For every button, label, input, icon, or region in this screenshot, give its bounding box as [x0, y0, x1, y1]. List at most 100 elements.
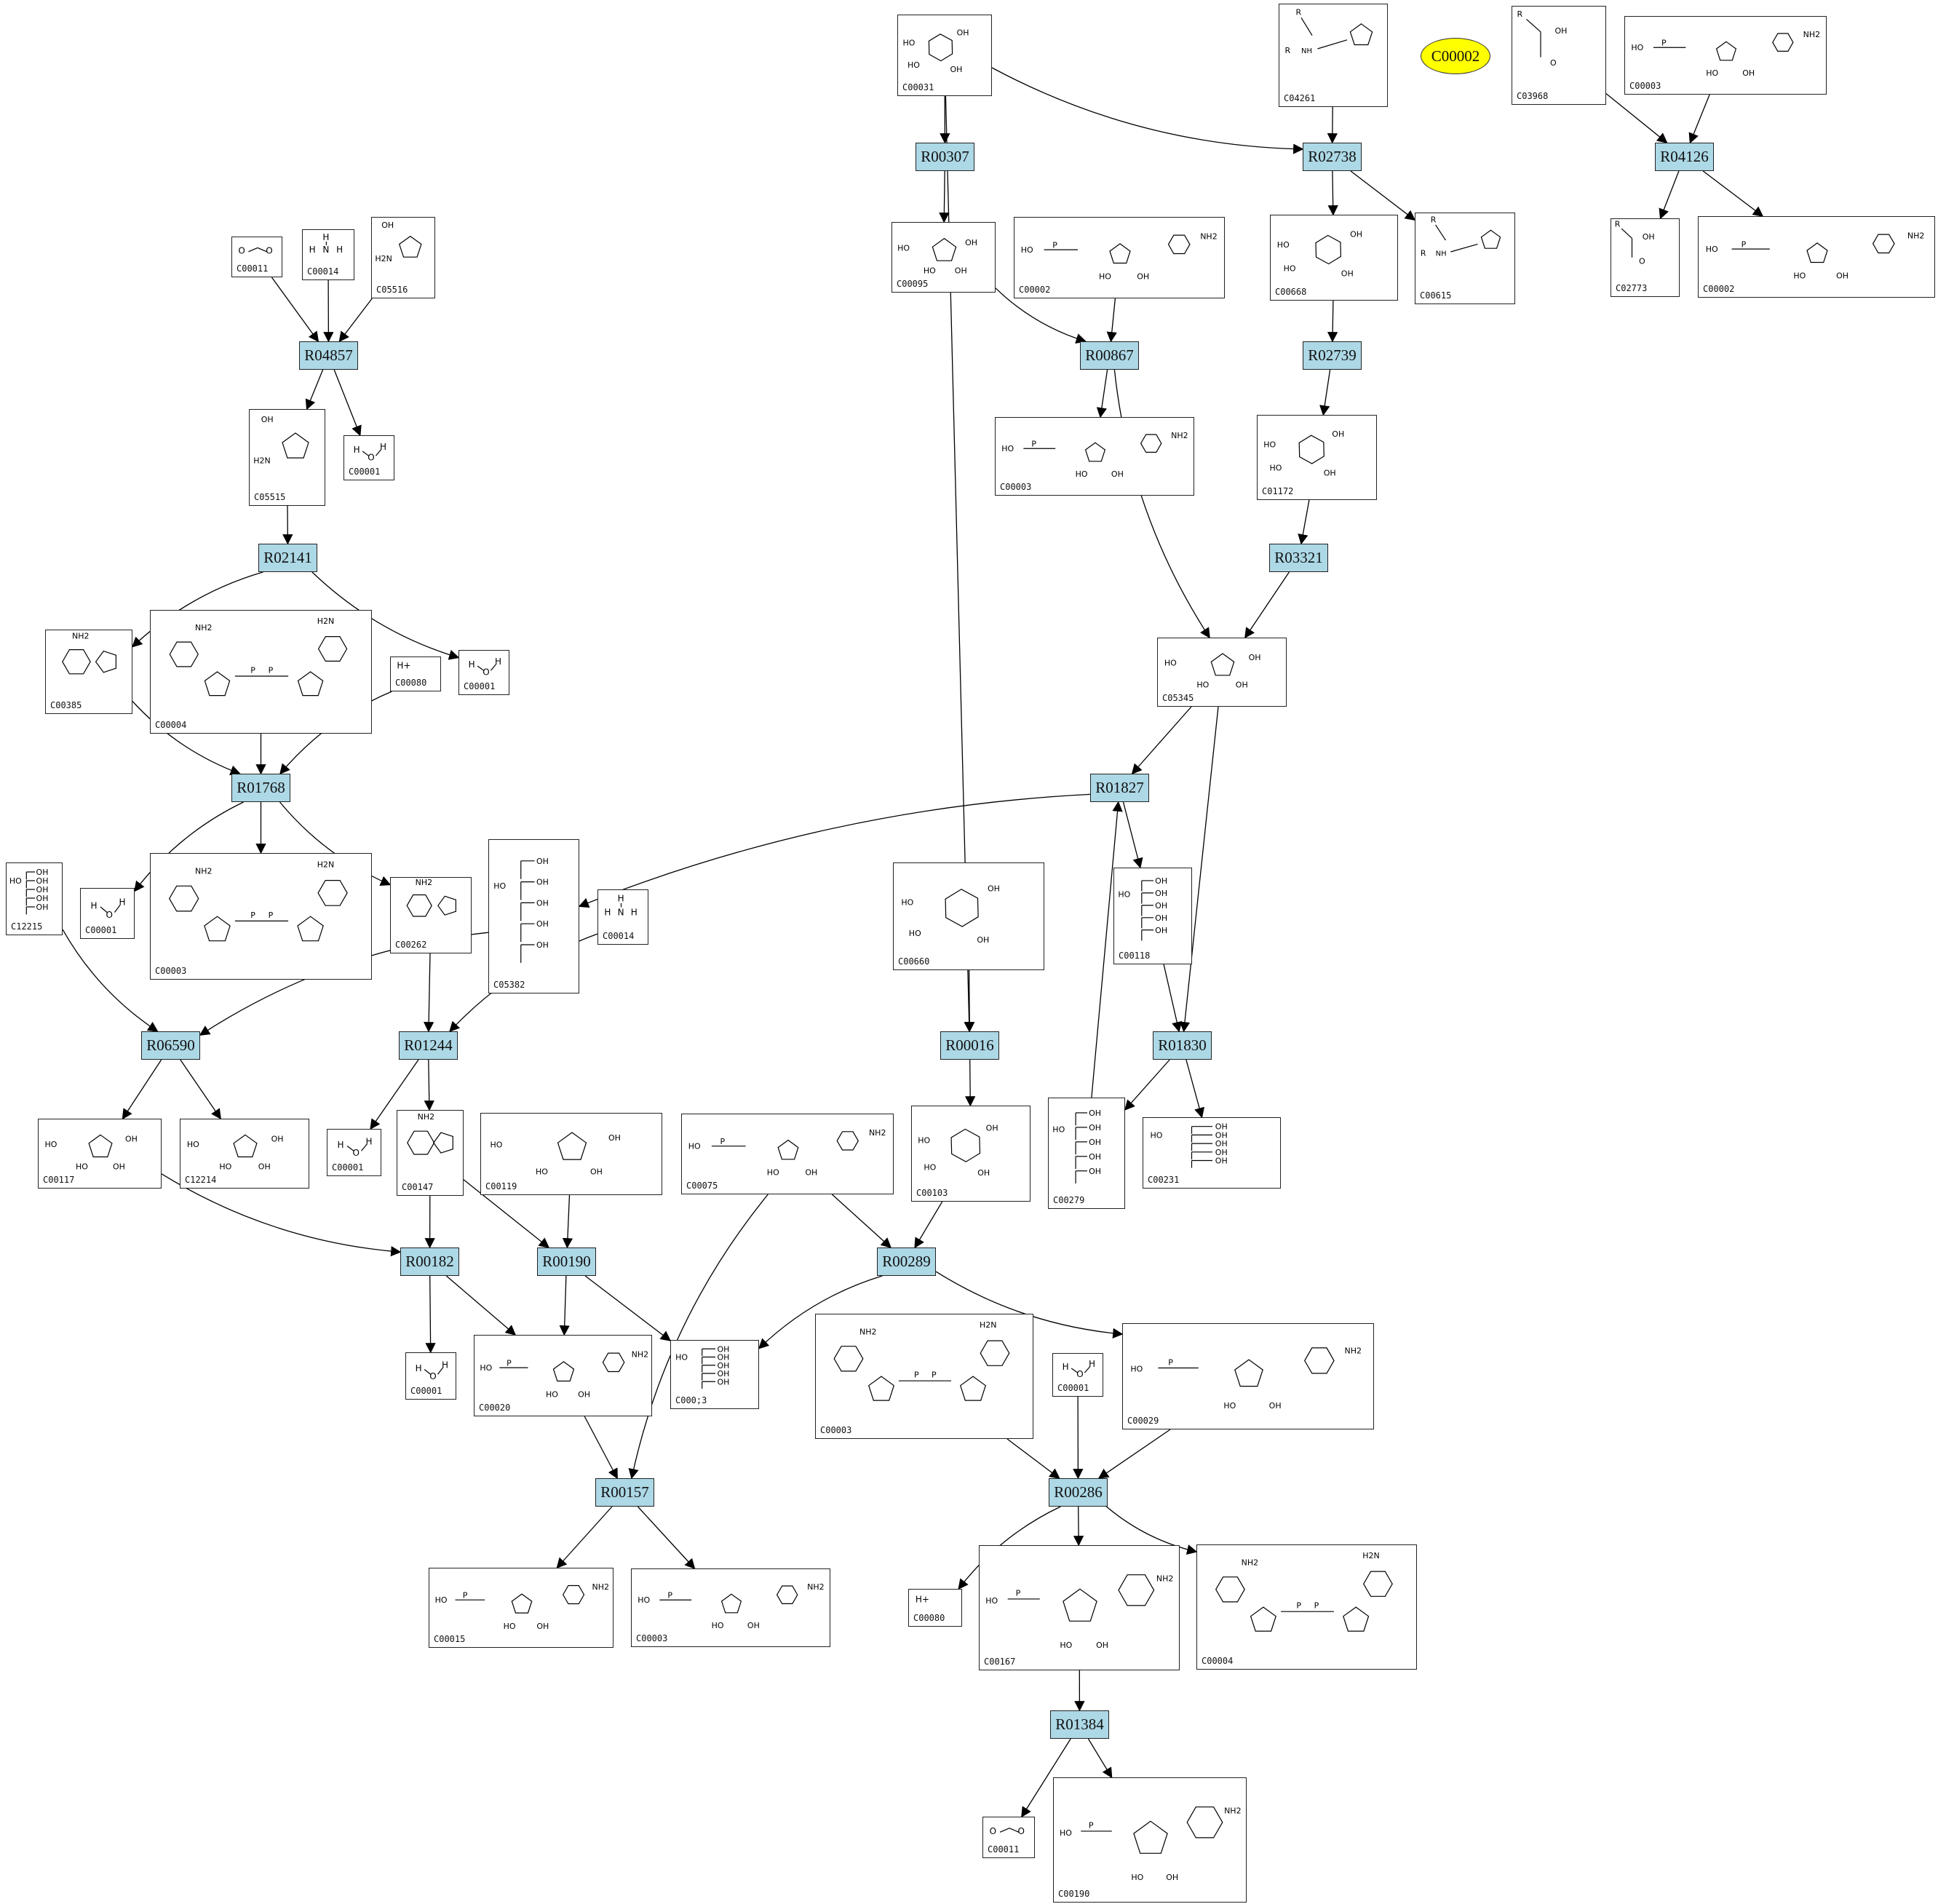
compound-id-label: C00001 — [410, 1386, 442, 1396]
reaction-node[interactable]: R06590 — [141, 1031, 200, 1060]
compound-id-label: C04261 — [1284, 93, 1316, 103]
compound-node[interactable]: H+C00080 — [390, 657, 441, 691]
compound-id-label: C00001 — [464, 681, 496, 691]
reaction-node[interactable]: R01830 — [1153, 1031, 1212, 1060]
reaction-node[interactable]: R00190 — [537, 1247, 596, 1276]
reaction-node[interactable]: R02738 — [1303, 143, 1362, 171]
reaction-node[interactable]: R00289 — [877, 1247, 936, 1276]
svg-text:HO: HO — [1130, 1365, 1143, 1374]
svg-text:NH2: NH2 — [807, 1582, 825, 1592]
reaction-node[interactable]: R01384 — [1050, 1710, 1109, 1739]
reaction-node[interactable]: R03321 — [1269, 544, 1328, 572]
reaction-node[interactable]: R00867 — [1080, 341, 1139, 370]
svg-text:OH: OH — [578, 1390, 590, 1400]
compound-id-label: C00279 — [1053, 1195, 1085, 1205]
reaction-node[interactable]: R00157 — [595, 1478, 654, 1507]
svg-text:NH2: NH2 — [1344, 1346, 1362, 1355]
svg-text:R: R — [1421, 248, 1426, 258]
compound-node[interactable]: H+C00080 — [908, 1589, 962, 1627]
reaction-edge-arrow — [1124, 1059, 1170, 1111]
reaction-node[interactable]: R04126 — [1655, 143, 1714, 171]
selected-compound-badge[interactable]: C00002 — [1421, 38, 1490, 74]
reaction-node[interactable]: R04857 — [299, 341, 358, 370]
svg-text:OH: OH — [977, 935, 989, 945]
reaction-edge-arrow — [425, 1275, 436, 1354]
reaction-node[interactable]: R00182 — [400, 1247, 459, 1276]
svg-text:HO: HO — [1021, 245, 1033, 255]
compound-id-label: C00118 — [1119, 951, 1151, 961]
svg-text:P: P — [250, 666, 255, 675]
svg-text:H2N: H2N — [375, 254, 392, 263]
reaction-node[interactable]: R00286 — [1049, 1478, 1108, 1507]
reaction-node[interactable]: R01244 — [399, 1031, 458, 1060]
reaction-node[interactable]: R02141 — [258, 544, 317, 572]
reaction-node[interactable]: R00307 — [916, 143, 974, 171]
svg-text:HO: HO — [903, 38, 916, 47]
svg-text:HO: HO — [546, 1390, 558, 1400]
reaction-edge-arrow — [831, 1194, 892, 1248]
reaction-edge-arrow — [1350, 170, 1416, 221]
reaction-node[interactable]: R01768 — [231, 774, 290, 802]
svg-text:OH: OH — [536, 878, 549, 887]
svg-text:HO: HO — [435, 1595, 448, 1605]
svg-text:NH2: NH2 — [592, 1582, 610, 1592]
reaction-node[interactable]: R01827 — [1090, 774, 1149, 802]
reaction-node[interactable]: R02739 — [1303, 341, 1362, 370]
svg-text:OH: OH — [1089, 1108, 1101, 1118]
svg-text:OH: OH — [536, 1622, 549, 1631]
reaction-node[interactable]: R00016 — [940, 1031, 999, 1060]
reaction-edge-arrow — [1006, 1438, 1060, 1479]
svg-text:H: H — [604, 908, 611, 918]
